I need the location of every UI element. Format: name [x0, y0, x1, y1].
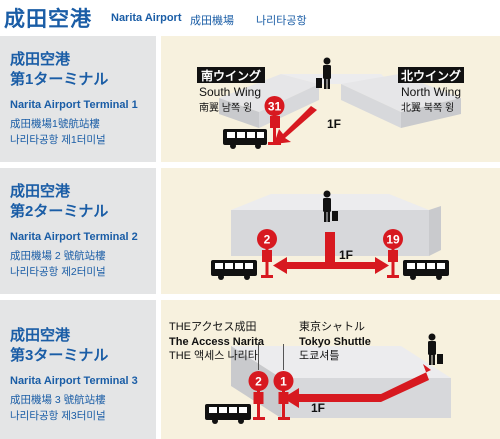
header-english: Narita Airport — [111, 12, 182, 24]
terminal-3-floor-label: 1F — [311, 401, 325, 415]
terminal-1-bus-stop-sign — [264, 96, 285, 145]
terminal-2-right-bus-stop-sign — [383, 229, 403, 278]
terminal-2-route-arrow — [273, 232, 389, 274]
terminal-2-label-panel: 成田空港 第2ターミナル Narita Airport Terminal 2 成… — [0, 168, 156, 294]
terminal-2-traveler-icon — [323, 190, 338, 222]
terminal-1-airport-name: 成田空港 — [10, 51, 71, 68]
terminal-2-korean: 나리타공항 제2터미널 — [10, 266, 106, 278]
terminal-3-right-bus-stop-sign — [273, 371, 294, 420]
terminal-1-stop-number: 31 — [268, 100, 282, 114]
terminal-2-left-bus-stop-sign — [257, 229, 277, 278]
header-korean: 나리타공항 — [256, 15, 307, 27]
terminal-3-chinese: 成田機場 3 號航站樓 — [10, 394, 106, 406]
terminal-1-diagram: 31 1F 南ウイング South Wing 南翼 남쪽 윙 北ウイング Nor… — [161, 36, 500, 162]
terminal-2-right-bus-icon — [403, 260, 449, 280]
terminal-1-floor-label: 1F — [327, 117, 341, 131]
terminal-3-bus-icon — [205, 404, 251, 424]
terminal-3-label-panel: 成田空港 第3ターミナル Narita Airport Terminal 3 成… — [0, 300, 156, 439]
terminal-3-airport-name: 成田空港 — [10, 327, 71, 344]
tokyo-shuttle-japanese: 東京シャトル — [299, 319, 365, 333]
terminal-3-left-bus-stop-sign — [248, 371, 269, 420]
terminal-3-route-arrow — [283, 364, 431, 408]
terminal-3-english: Narita Airport Terminal 3 — [10, 375, 138, 387]
tokyo-shuttle-english: Tokyo Shuttle — [299, 336, 371, 348]
terminal-3-right-stop-number: 1 — [280, 375, 287, 389]
north-wing-badge — [398, 67, 464, 83]
terminal-3-korean: 나리타공항 제3터미널 — [10, 410, 106, 422]
terminal-1-chinese: 成田機場1號航站樓 — [10, 118, 100, 130]
terminal-3-terminal-name: 第3ターミナル — [10, 347, 109, 364]
terminal-2-english: Narita Airport Terminal 2 — [10, 231, 138, 243]
terminal-2-diagram: 1F 2 19 — [161, 168, 500, 294]
terminal-1-terminal-name: 第1ターミナル — [10, 71, 109, 88]
terminal-3-left-stop-number: 2 — [255, 375, 262, 389]
terminal-1-english: Narita Airport Terminal 1 — [10, 99, 138, 111]
terminal-1-route-arrow — [274, 106, 317, 144]
terminal-2-chinese: 成田機場 2 號航站樓 — [10, 250, 106, 262]
south-wing-japanese: 南ウイング — [201, 68, 261, 83]
terminal-1-korean: 나리타공항 제1터미널 — [10, 134, 106, 146]
terminal-2-right-stop-number: 19 — [386, 233, 400, 247]
access-narita-english: The Access Narita — [169, 336, 265, 348]
north-wing-english: North Wing — [401, 85, 461, 99]
page-title: 成田空港 — [4, 8, 92, 31]
north-wing-chinese-korean: 北翼 북쪽 윙 — [401, 102, 454, 114]
terminal-2-floor-label: 1F — [339, 248, 353, 262]
terminal-1-label-panel: 成田空港 第1ターミナル Narita Airport Terminal 1 成… — [0, 36, 156, 162]
terminal-1-bus-icon — [223, 129, 267, 149]
terminal-3-traveler-icon — [428, 333, 443, 365]
terminal-3-diagram: 1F 2 1 THEアクセス成田 The Access Narita THE — [161, 300, 500, 439]
terminal-1-traveler-icon — [316, 57, 331, 89]
south-wing-badge — [197, 67, 265, 83]
terminal-2-terminal-name: 第2ターミナル — [10, 203, 109, 220]
south-wing-english: South Wing — [199, 85, 261, 99]
terminal-2-airport-name: 成田空港 — [10, 183, 71, 200]
terminal-1-building — [219, 74, 461, 128]
access-narita-korean: THE 액세스 나리타 — [169, 349, 258, 362]
terminal-2-left-stop-number: 2 — [264, 233, 271, 247]
north-wing-japanese: 北ウイング — [401, 68, 461, 83]
south-wing-chinese-korean: 南翼 남쪽 윙 — [199, 101, 252, 114]
tokyo-shuttle-korean: 도쿄셔틀 — [299, 349, 339, 362]
terminal-2-left-bus-icon — [211, 260, 257, 280]
page-header: 成田空港 Narita Airport 成田機場 나리타공항 — [0, 0, 500, 34]
access-narita-japanese: THEアクセス成田 — [169, 320, 256, 333]
header-chinese: 成田機場 — [190, 15, 234, 27]
